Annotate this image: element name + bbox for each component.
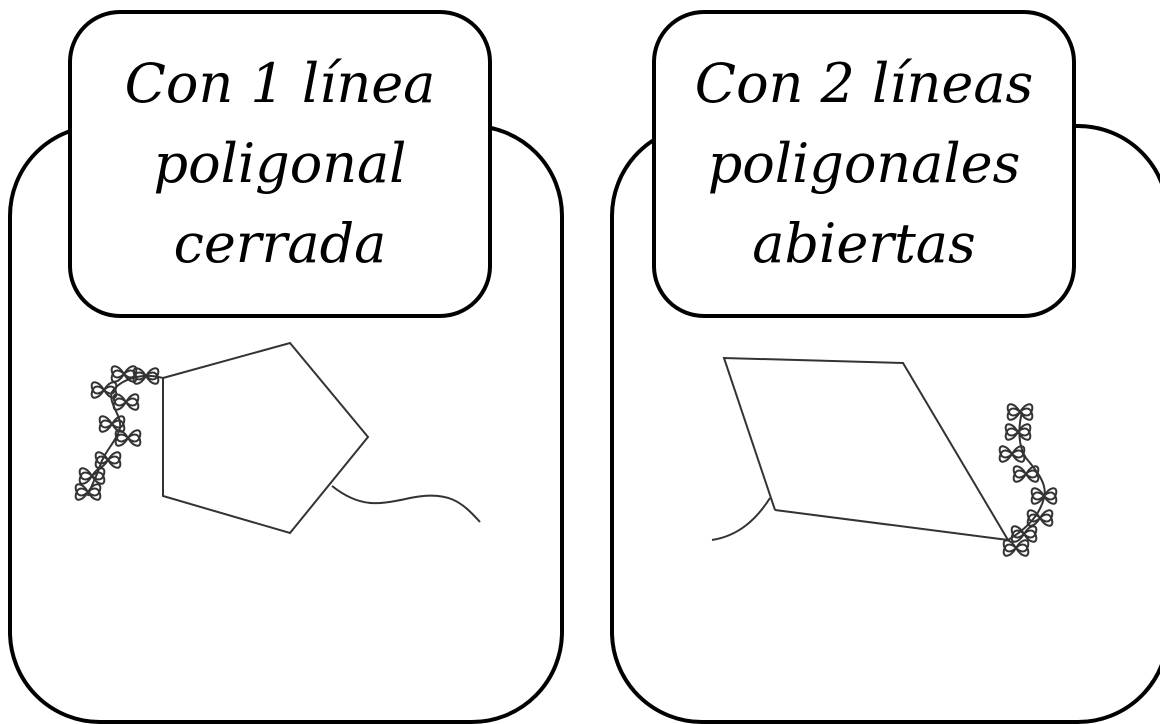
card-right-label-line-3: abiertas: [752, 212, 976, 275]
card-right-label-box: Con 2 líneas poligonales abiertas: [652, 10, 1076, 318]
card-left-label: Con 1 línea poligonal cerrada: [125, 44, 436, 284]
card-left-label-line-2: poligonal: [153, 132, 407, 195]
card-left-label-box: Con 1 línea poligonal cerrada: [68, 10, 492, 318]
card-left-label-line-1: Con 1 línea: [124, 52, 436, 115]
card-right-label-line-1: Con 2 líneas: [694, 52, 1034, 115]
card-left-label-line-3: cerrada: [173, 212, 387, 275]
card-right-label-line-2: poligonales: [707, 132, 1021, 195]
card-right-label: Con 2 líneas poligonales abiertas: [695, 44, 1033, 284]
